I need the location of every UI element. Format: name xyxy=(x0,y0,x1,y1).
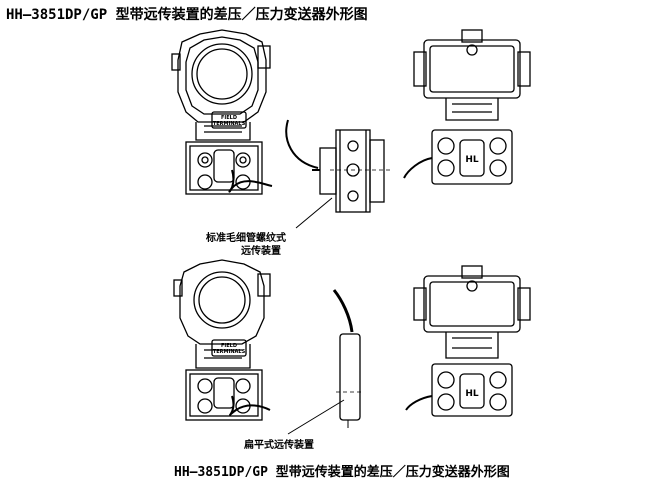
field-terminals-text-2-bottom: TERMINALS xyxy=(213,349,246,355)
hl-label-bottom: HL xyxy=(465,389,479,399)
front-view-transmitter-bottom xyxy=(173,259,271,421)
field-terminals-text-1-top: FIELD xyxy=(221,115,237,121)
front-view-transmitter-top xyxy=(171,29,319,195)
capillary-seal-label-line1: 标准毛细管螺纹式 xyxy=(206,233,286,244)
flat-seal-label: 扁平式远传装置 xyxy=(244,440,314,451)
page-title-top: HH—3851DP/GP 型带远传装置的差压／压力变送器外形图 xyxy=(6,7,368,23)
flat-seal-bottom xyxy=(287,289,364,435)
capillary-seal-label-line2: 远传装置 xyxy=(241,246,281,257)
side-view-transmitter-top xyxy=(403,29,531,185)
field-terminals-text-2-top: TERMINALS xyxy=(213,121,246,127)
capillary-seal-top xyxy=(295,129,392,229)
page-title-bottom: HH—3851DP/GP 型带远传装置的差压／压力变送器外形图 xyxy=(174,465,510,480)
hl-label-top: HL xyxy=(465,155,479,165)
side-view-transmitter-bottom xyxy=(405,265,531,417)
field-terminals-text-1-bottom: FIELD xyxy=(221,343,237,349)
